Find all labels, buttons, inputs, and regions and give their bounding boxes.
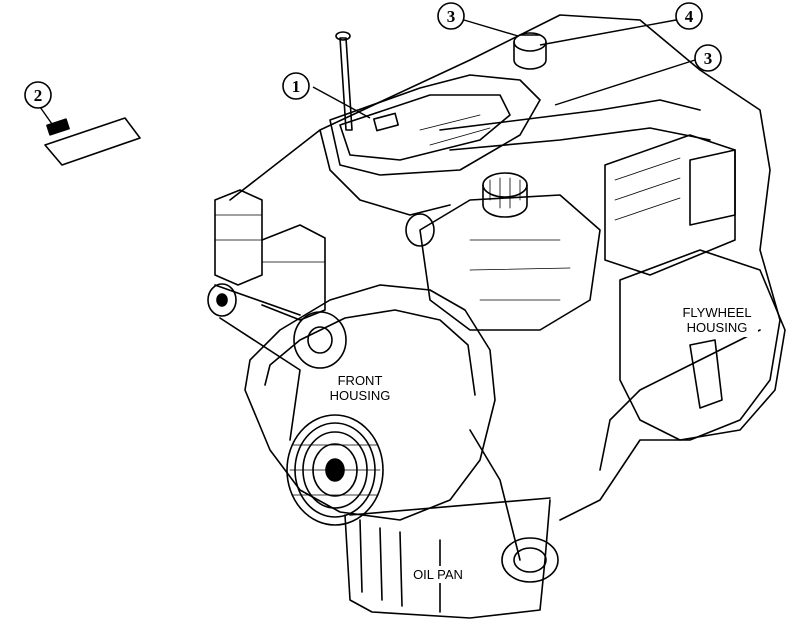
flywheel-housing-label-line1: FLYWHEEL bbox=[682, 305, 751, 320]
fuel-system bbox=[405, 99, 711, 331]
callout-4: 4 bbox=[539, 2, 703, 46]
front-housing-label: FRONT HOUSING bbox=[328, 371, 392, 405]
ecm bbox=[604, 134, 736, 276]
filters bbox=[214, 189, 326, 321]
oil-pan-label-text: OIL PAN bbox=[413, 567, 463, 582]
callout-3-right-number: 3 bbox=[704, 49, 713, 68]
dipstick bbox=[335, 31, 353, 131]
callout-1: 1 bbox=[282, 72, 371, 119]
flywheel-housing-label-line2: HOUSING bbox=[687, 320, 748, 335]
callout-2-number: 2 bbox=[34, 86, 43, 105]
top-cap bbox=[513, 32, 547, 70]
lower-pipe bbox=[469, 429, 559, 583]
callout-3-top: 3 bbox=[437, 2, 519, 37]
oil-filter-cap bbox=[482, 172, 528, 218]
pulleys bbox=[207, 283, 347, 441]
front-housing bbox=[244, 284, 496, 521]
oil-pan-label: OIL PAN bbox=[406, 566, 470, 583]
callout-3-right: 3 bbox=[554, 44, 722, 106]
loose-part bbox=[44, 117, 141, 166]
crankshaft-pulley bbox=[286, 414, 384, 526]
callout-1-number: 1 bbox=[292, 77, 301, 96]
front-housing-label-line2: HOUSING bbox=[330, 388, 391, 403]
engine-block bbox=[229, 14, 781, 521]
front-housing-label-line1: FRONT bbox=[338, 373, 383, 388]
valve-cover bbox=[339, 94, 511, 161]
callout-4-number: 4 bbox=[685, 7, 694, 26]
engine-drawing bbox=[44, 14, 786, 619]
flywheel-housing-label: FLYWHEEL HOUSING bbox=[676, 303, 758, 337]
callout-3-top-number: 3 bbox=[447, 7, 456, 26]
oil-pan bbox=[344, 497, 551, 619]
flywheel-housing bbox=[619, 249, 786, 441]
callout-2: 2 bbox=[24, 81, 53, 125]
